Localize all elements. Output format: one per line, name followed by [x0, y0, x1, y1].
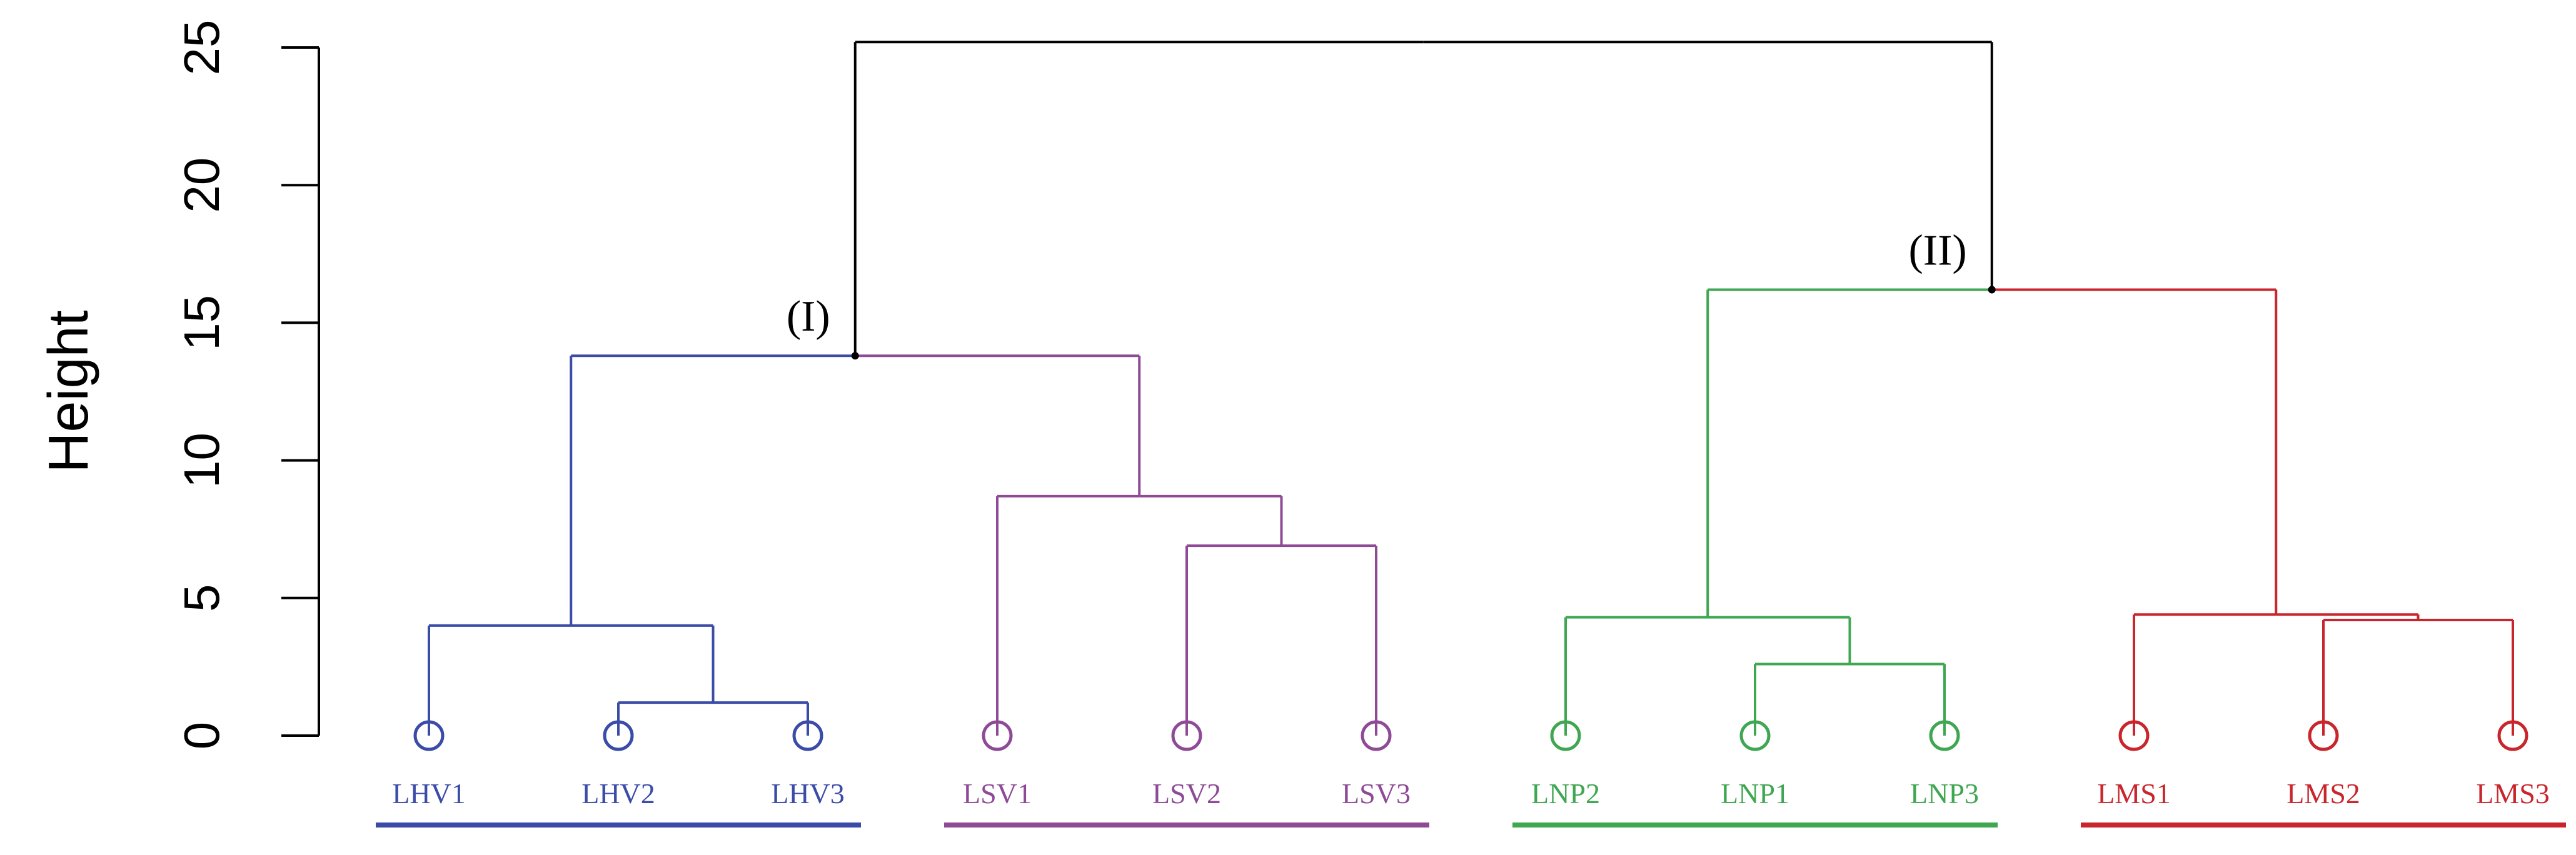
leaf-markers [413, 720, 2528, 751]
leaf-marker-lhv3 [792, 720, 823, 751]
y-axis-label: Height [38, 310, 100, 472]
leaf-label-lhv3: LHV3 [771, 778, 845, 809]
y-tick-label-10: 10 [174, 432, 229, 488]
leaf-label-lsv1: LSV1 [963, 778, 1032, 809]
leaf-marker-lhv2 [603, 720, 634, 751]
leaf-label-lnp2: LNP2 [1531, 778, 1600, 809]
y-tick-label-20: 20 [174, 158, 229, 213]
leaf-label-lsv3: LSV3 [1342, 778, 1411, 809]
leaf-label-lhv2: LHV2 [581, 778, 655, 809]
leaf-label-lms1: LMS1 [2097, 778, 2171, 809]
leaf-label-lnp3: LNP3 [1910, 778, 1979, 809]
leaf-marker-lsv3 [1361, 720, 1392, 751]
leaf-marker-lms1 [2118, 720, 2150, 751]
leaf-labels: LHV1 LHV2 LHV3 LSV1 LSV2 LSV3 LNP2 LNP1 LNP3 LMS1… [392, 778, 2550, 809]
leaf-marker-lsv2 [1171, 720, 1202, 751]
y-tick-label-15: 15 [174, 295, 229, 351]
y-axis: 0 5 10 15 20 25 [174, 20, 320, 750]
leaf-marker-lnp1 [1739, 720, 1771, 751]
leaf-marker-lms2 [2308, 720, 2339, 751]
leaf-label-lnp1: LNP1 [1721, 778, 1789, 809]
node-labels: (I) (II) [787, 227, 1996, 360]
leaf-marker-lnp3 [1929, 720, 1960, 751]
node-label-1: (II) [1909, 227, 1967, 275]
leaf-label-lms2: LMS2 [2287, 778, 2360, 809]
leaf-label-lsv2: LSV2 [1152, 778, 1221, 809]
y-tick-label-25: 25 [174, 20, 229, 76]
y-tick-label-0: 0 [174, 722, 229, 750]
dendrogram-links [428, 41, 2514, 736]
node-dot-(I) [851, 352, 859, 360]
node-label-0: (I) [787, 292, 830, 341]
leaf-marker-lnp2 [1550, 720, 1581, 751]
leaf-marker-lms3 [2497, 720, 2528, 751]
leaf-marker-lhv1 [413, 720, 445, 751]
node-dot-(II) [1988, 286, 1996, 294]
leaf-label-lhv1: LHV1 [392, 778, 466, 809]
y-tick-label-5: 5 [174, 584, 229, 612]
leaf-marker-lsv1 [982, 720, 1013, 751]
leaf-label-lms3: LMS3 [2476, 778, 2550, 809]
